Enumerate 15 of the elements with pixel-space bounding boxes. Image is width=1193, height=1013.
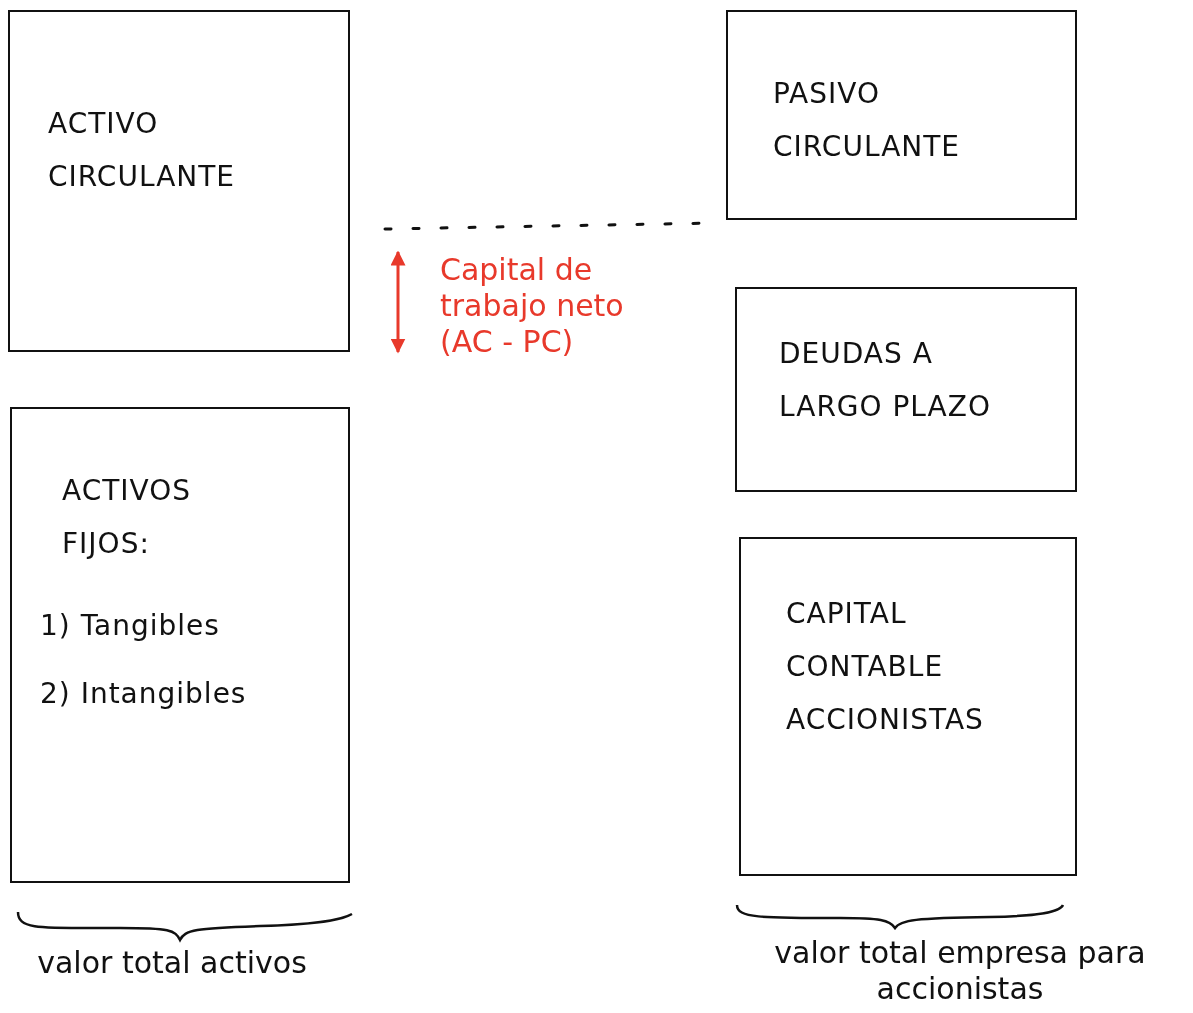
box-heading: ACTIVOS FIJOS: [62,473,193,563]
bracket-label: valor total empresa para accionistas [773,935,1147,1007]
account-label: ACTIVO CIRCULANTE [48,106,237,196]
account-box [10,407,350,883]
account-label: DEUDAS A LARGO PLAZO [779,336,992,426]
account-label: PASIVO CIRCULANTE [773,76,962,166]
account-box [8,10,350,352]
account-box [726,10,1077,220]
account-box [739,537,1077,876]
account-label: CAPITAL CONTABLE ACCIONISTAS [786,596,985,739]
list-item: 1) Tangibles [40,608,221,644]
annotation-text: Capital de trabajo neto (AC - PC) [440,252,625,360]
list-item: 2) Intangibles [40,676,248,712]
bracket-label: valor total activos [36,945,308,981]
account-box [735,287,1077,492]
